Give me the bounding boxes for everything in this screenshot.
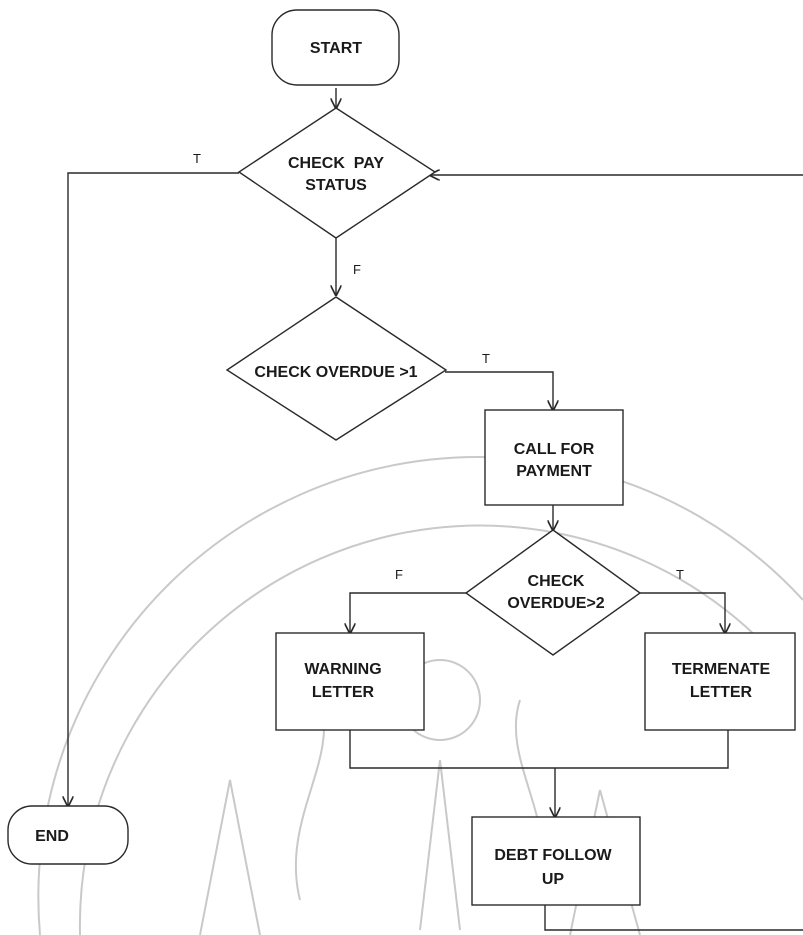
call-for-payment-line1: CALL FOR: [514, 441, 595, 458]
check-pay-status-line2: STATUS: [305, 177, 367, 194]
edge-label-pay-status-false: F: [353, 262, 361, 277]
termenate-letter-line2: LETTER: [690, 684, 753, 701]
termenate-letter-line1: TERMENATE: [672, 661, 771, 678]
check-overdue-2-line1: CHECK: [528, 573, 585, 590]
start-terminal: START: [271, 9, 400, 86]
edge-label-pay-status-true: T: [193, 151, 201, 166]
warning-letter-process: WARNING LETTER: [275, 632, 425, 731]
debt-follow-up-line1: DEBT FOLLOW: [494, 847, 612, 864]
connectors: [68, 88, 803, 931]
check-overdue-1-decision: CHECK OVERDUE >1: [225, 296, 448, 441]
call-for-payment-process: CALL FOR PAYMENT: [484, 409, 624, 506]
check-overdue-2-decision: CHECK OVERDUE>2: [464, 529, 642, 656]
debt-follow-up-line2: UP: [542, 871, 565, 888]
edge-label-overdue2-false: F: [395, 567, 403, 582]
edge-label-overdue1-true: T: [482, 351, 490, 366]
start-label: START: [310, 40, 362, 57]
check-pay-status-decision: CHECK PAY STATUS: [237, 107, 437, 239]
edge-labels: T F T F T: [193, 151, 684, 582]
end-terminal: END: [7, 805, 129, 865]
edge-label-overdue2-true: T: [676, 567, 684, 582]
debt-follow-up-process: DEBT FOLLOW UP: [471, 816, 641, 906]
end-label: END: [35, 828, 69, 845]
warning-letter-line1: WARNING: [304, 661, 381, 678]
termenate-letter-process: TERMENATE LETTER: [644, 632, 796, 731]
check-overdue-2-line2: OVERDUE>2: [507, 595, 604, 612]
warning-letter-line2: LETTER: [312, 684, 375, 701]
call-for-payment-line2: PAYMENT: [516, 463, 592, 480]
check-overdue-1-label: CHECK OVERDUE >1: [254, 364, 417, 381]
check-pay-status-line1: CHECK PAY: [288, 155, 384, 172]
